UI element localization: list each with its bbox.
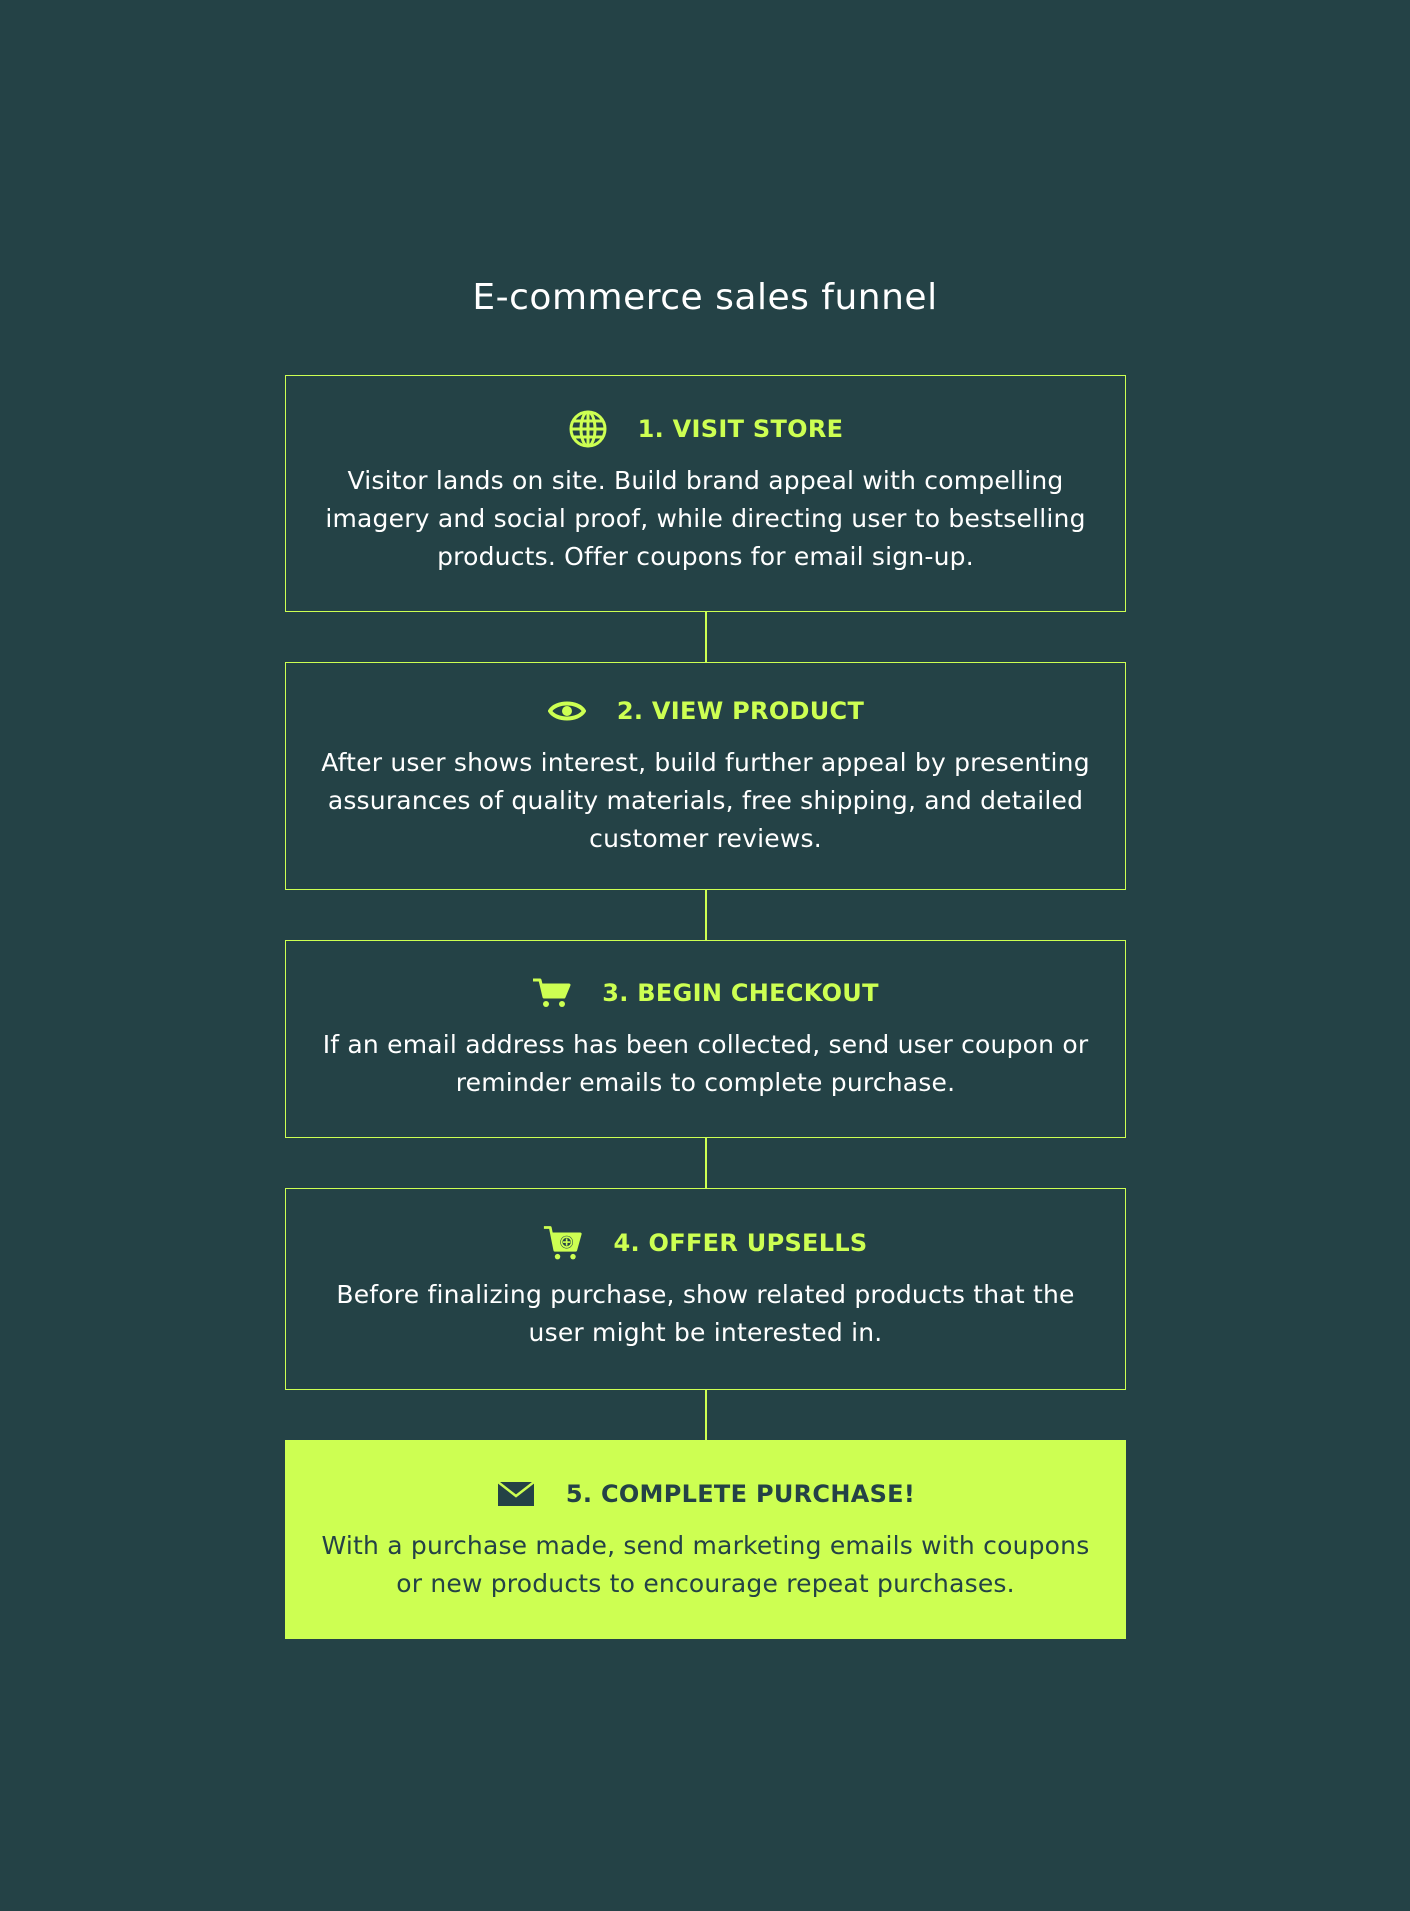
- step-title: 4. OFFER UPSELLS: [613, 1229, 868, 1257]
- funnel-step-view-product: 2. VIEW PRODUCT After user shows interes…: [285, 662, 1126, 890]
- step-title: 1. VISIT STORE: [637, 414, 844, 443]
- funnel-step-visit-store: 1. VISIT STORE Visitor lands on site. Bu…: [285, 375, 1126, 612]
- step-description: After user shows interest, build further…: [321, 748, 1090, 853]
- page-title: E-commerce sales funnel: [472, 277, 938, 318]
- connector-line: [705, 889, 707, 940]
- step-header: 5. COMPLETE PURCHASE!: [496, 1477, 915, 1511]
- eye-icon: [547, 694, 587, 728]
- cart-add-icon: [543, 1226, 583, 1260]
- connector-line: [705, 1389, 707, 1440]
- step-description: Before finalizing purchase, show related…: [336, 1280, 1075, 1347]
- funnel-step-offer-upsells: 4. OFFER UPSELLS Before finalizing purch…: [285, 1188, 1126, 1390]
- funnel-step-complete-purchase: 5. COMPLETE PURCHASE! With a purchase ma…: [285, 1440, 1126, 1639]
- step-header: 4. OFFER UPSELLS: [543, 1226, 867, 1260]
- step-header: 2. VIEW PRODUCT: [547, 694, 864, 728]
- step-description: If an email address has been collected, …: [322, 1030, 1089, 1097]
- connector-line: [705, 611, 707, 662]
- step-title: 2. VIEW PRODUCT: [616, 697, 865, 725]
- funnel-step-begin-checkout: 3. BEGIN CHECKOUT If an email address ha…: [285, 940, 1126, 1138]
- step-header: 1. VISIT STORE: [568, 410, 844, 447]
- globe-icon: [568, 410, 608, 447]
- shopping-cart-icon: [532, 976, 572, 1010]
- step-description: With a purchase made, send marketing ema…: [321, 1530, 1090, 1598]
- step-title: 5. COMPLETE PURCHASE!: [565, 1479, 916, 1508]
- step-title: 3. BEGIN CHECKOUT: [602, 979, 879, 1007]
- connector-line: [705, 1137, 707, 1188]
- step-description: Visitor lands on site. Build brand appea…: [325, 465, 1086, 571]
- step-header: 3. BEGIN CHECKOUT: [532, 976, 879, 1010]
- envelope-icon: [496, 1477, 536, 1511]
